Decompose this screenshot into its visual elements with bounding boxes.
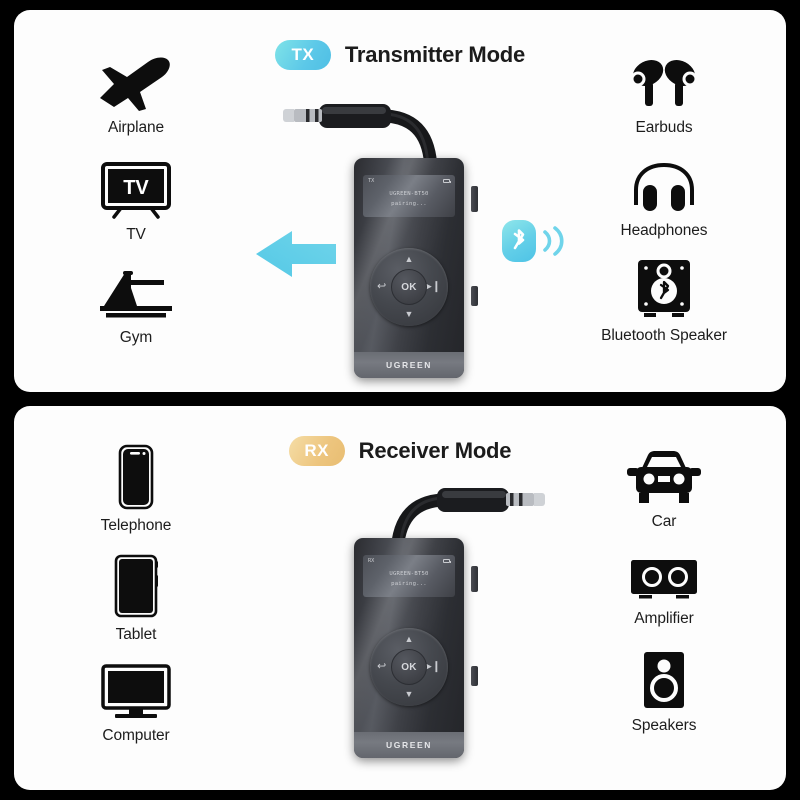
- rx-target-car-label: Car: [651, 513, 677, 530]
- rx-device-screen: RX UGREEN-BT50 pairing...: [363, 555, 455, 597]
- tx-screen-device-name: UGREEN-BT50: [389, 191, 429, 197]
- tx-direction-arrow: [252, 228, 338, 285]
- transmitter-mode-panel: TX Transmitter Mode Airplane TV: [14, 10, 786, 392]
- tx-ok-button[interactable]: OK: [391, 269, 427, 305]
- tx-down-button[interactable]: ▼: [404, 309, 414, 319]
- rx-title: Receiver Mode: [358, 438, 512, 463]
- svg-text:TV: TV: [123, 177, 149, 199]
- rx-device-brand: UGREEN: [354, 732, 464, 758]
- rx-down-button[interactable]: ▼: [404, 689, 414, 699]
- battery-icon: [443, 559, 451, 563]
- tx-source-airplane: Airplane: [46, 50, 226, 137]
- receiver-mode-panel: RX Receiver Mode Telephone: [14, 406, 786, 790]
- bluetooth-signal-icon: [502, 220, 536, 262]
- tx-play-pause-button[interactable]: ▶❙: [423, 280, 441, 293]
- tablet-icon: [108, 553, 164, 619]
- tx-screen-statusbar: TX: [368, 178, 451, 184]
- rx-ok-button[interactable]: OK: [391, 649, 427, 685]
- tx-device-brand: UGREEN: [354, 352, 464, 378]
- speaker-icon: [638, 648, 690, 710]
- tx-source-tv-label: TV: [126, 226, 146, 243]
- tx-device-body: TX UGREEN-BT50 pairing... ▲ ▼ ↩ ▶❙ OK UG…: [354, 158, 464, 378]
- tx-device-screen: TX UGREEN-BT50 pairing...: [363, 175, 455, 217]
- rx-device: RX UGREEN-BT50 pairing... ▲ ▼ ↩ ▶❙ OK UG…: [354, 488, 545, 764]
- tx-target-earbuds-label: Earbuds: [635, 119, 693, 136]
- tx-screen-status: pairing...: [391, 201, 427, 207]
- rx-play-pause-button[interactable]: ▶❙: [423, 660, 441, 673]
- rx-target-list: Car Amplifier: [574, 440, 754, 735]
- bluetooth-speaker-icon: [632, 258, 696, 320]
- rx-screen-device-name: UGREEN-BT50: [389, 571, 429, 577]
- tx-up-button[interactable]: ▲: [404, 254, 414, 264]
- tx-source-tv: TV TV: [46, 159, 226, 244]
- rx-audio-jack: [364, 478, 594, 561]
- bluetooth-waves-icon: [543, 226, 564, 256]
- car-icon: [622, 440, 706, 506]
- tx-target-bt-speaker-label: Bluetooth Speaker: [601, 327, 727, 344]
- rx-device-body: RX UGREEN-BT50 pairing... ▲ ▼ ↩ ▶❙ OK UG…: [354, 538, 464, 758]
- tx-side-button-bottom[interactable]: [471, 286, 478, 306]
- rx-source-computer-label: Computer: [102, 727, 170, 744]
- tx-target-list: Earbuds Headphones: [574, 50, 754, 345]
- tx-dpad[interactable]: ▲ ▼ ↩ ▶❙ OK: [370, 248, 448, 326]
- rx-target-amplifier: Amplifier: [574, 553, 754, 628]
- rx-target-amplifier-label: Amplifier: [634, 610, 694, 627]
- treadmill-icon: [92, 264, 180, 322]
- earbuds-icon: [621, 50, 707, 112]
- tx-title: Transmitter Mode: [344, 42, 526, 67]
- rx-source-tablet-label: Tablet: [115, 626, 157, 643]
- rx-dpad[interactable]: ▲ ▼ ↩ ▶❙ OK: [370, 628, 448, 706]
- smartphone-icon: [113, 444, 159, 510]
- rx-source-computer: Computer: [46, 662, 226, 745]
- rx-target-car: Car: [574, 440, 754, 531]
- tx-back-button[interactable]: ↩: [377, 280, 387, 293]
- rx-screen-status: pairing...: [391, 581, 427, 587]
- rx-source-telephone-label: Telephone: [100, 517, 172, 534]
- rx-header: RX Receiver Mode: [14, 436, 786, 466]
- rx-source-tablet: Tablet: [46, 553, 226, 644]
- headphones-icon: [623, 157, 705, 215]
- tx-target-earbuds: Earbuds: [574, 50, 754, 137]
- desktop-monitor-icon: [97, 662, 175, 720]
- rx-side-button-bottom[interactable]: [471, 666, 478, 686]
- tx-source-gym: Gym: [46, 264, 226, 347]
- rx-source-telephone: Telephone: [46, 444, 226, 535]
- tx-side-button-top[interactable]: [471, 186, 478, 212]
- rx-side-button-top[interactable]: [471, 566, 478, 592]
- airplane-icon: [90, 50, 182, 112]
- rx-up-button[interactable]: ▲: [404, 634, 414, 644]
- tx-target-headphones-label: Headphones: [620, 222, 708, 239]
- tx-badge: TX: [274, 40, 331, 70]
- rx-screen-mode: RX: [368, 558, 375, 564]
- rx-screen-statusbar: RX: [368, 558, 451, 564]
- rx-badge: RX: [288, 436, 345, 466]
- tx-screen-mode: TX: [368, 178, 375, 184]
- rx-target-speakers: Speakers: [574, 648, 754, 735]
- tx-device: TX UGREEN-BT50 pairing... ▲ ▼ ↩ ▶❙ OK UG…: [283, 104, 478, 384]
- tx-source-airplane-label: Airplane: [107, 119, 165, 136]
- tx-header: TX Transmitter Mode: [14, 40, 786, 70]
- tx-bluetooth-indicator: [502, 220, 565, 262]
- rx-back-button[interactable]: ↩: [377, 660, 387, 673]
- tx-target-bt-speaker: Bluetooth Speaker: [574, 258, 754, 345]
- tx-source-gym-label: Gym: [119, 329, 153, 346]
- rx-target-speakers-label: Speakers: [631, 717, 697, 734]
- amplifier-icon: [625, 553, 703, 603]
- battery-icon: [443, 179, 451, 183]
- tx-target-headphones: Headphones: [574, 157, 754, 240]
- tv-icon: TV: [97, 159, 175, 219]
- tx-source-list: Airplane TV TV: [46, 50, 226, 347]
- rx-source-list: Telephone Tablet: [46, 444, 226, 745]
